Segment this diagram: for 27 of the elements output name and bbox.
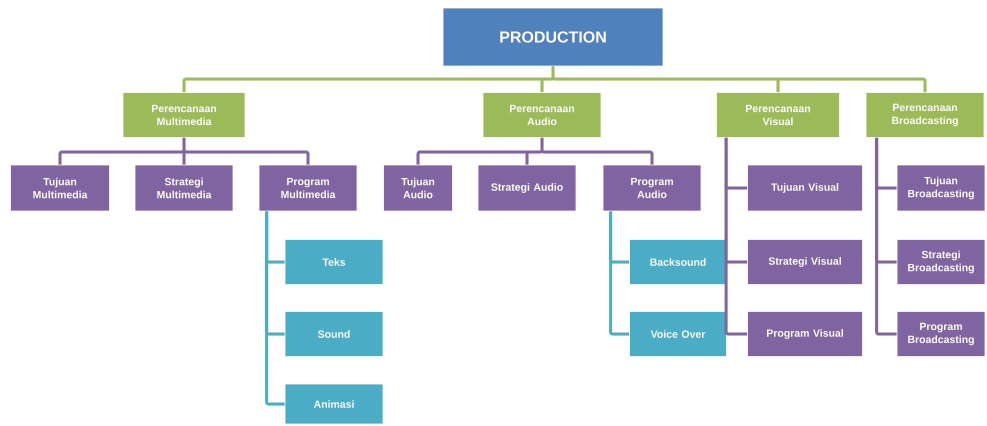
process-box: Strategi Audio bbox=[478, 164, 576, 212]
connector-line bbox=[724, 138, 748, 336]
connector-line bbox=[540, 138, 654, 165]
connector-line bbox=[552, 66, 926, 92]
process-box: Program Visual bbox=[747, 311, 863, 357]
item-box: Sound bbox=[284, 311, 384, 357]
category-box: Perencanaan Audio bbox=[482, 92, 602, 138]
process-box: Program Broadcasting bbox=[896, 311, 986, 357]
process-box: Tujuan Multimedia bbox=[10, 164, 110, 212]
process-box: Strategi Broadcasting bbox=[896, 239, 986, 285]
process-box: Tujuan Audio bbox=[383, 164, 453, 212]
title-box: PRODUCTION bbox=[442, 8, 664, 66]
item-box: Animasi bbox=[284, 384, 384, 424]
process-box: Program Multimedia bbox=[258, 164, 358, 212]
item-box: Teks bbox=[284, 239, 384, 285]
category-box: Perencanaan Visual bbox=[716, 92, 840, 138]
process-box: Program Audio bbox=[602, 164, 702, 212]
process-box: Strategi Multimedia bbox=[134, 164, 234, 212]
process-box: Tujuan Visual bbox=[747, 164, 863, 212]
process-box: Strategi Visual bbox=[747, 239, 863, 285]
category-box: Perencanaan Multimedia bbox=[122, 92, 246, 138]
category-box: Perencanaan Broadcasting bbox=[866, 92, 984, 138]
connector-line bbox=[182, 138, 310, 165]
item-box: Voice Over bbox=[629, 311, 727, 357]
process-box: Tujuan Broadcasting bbox=[896, 164, 986, 212]
connector-line bbox=[875, 138, 897, 336]
item-box: Backsound bbox=[629, 239, 727, 285]
